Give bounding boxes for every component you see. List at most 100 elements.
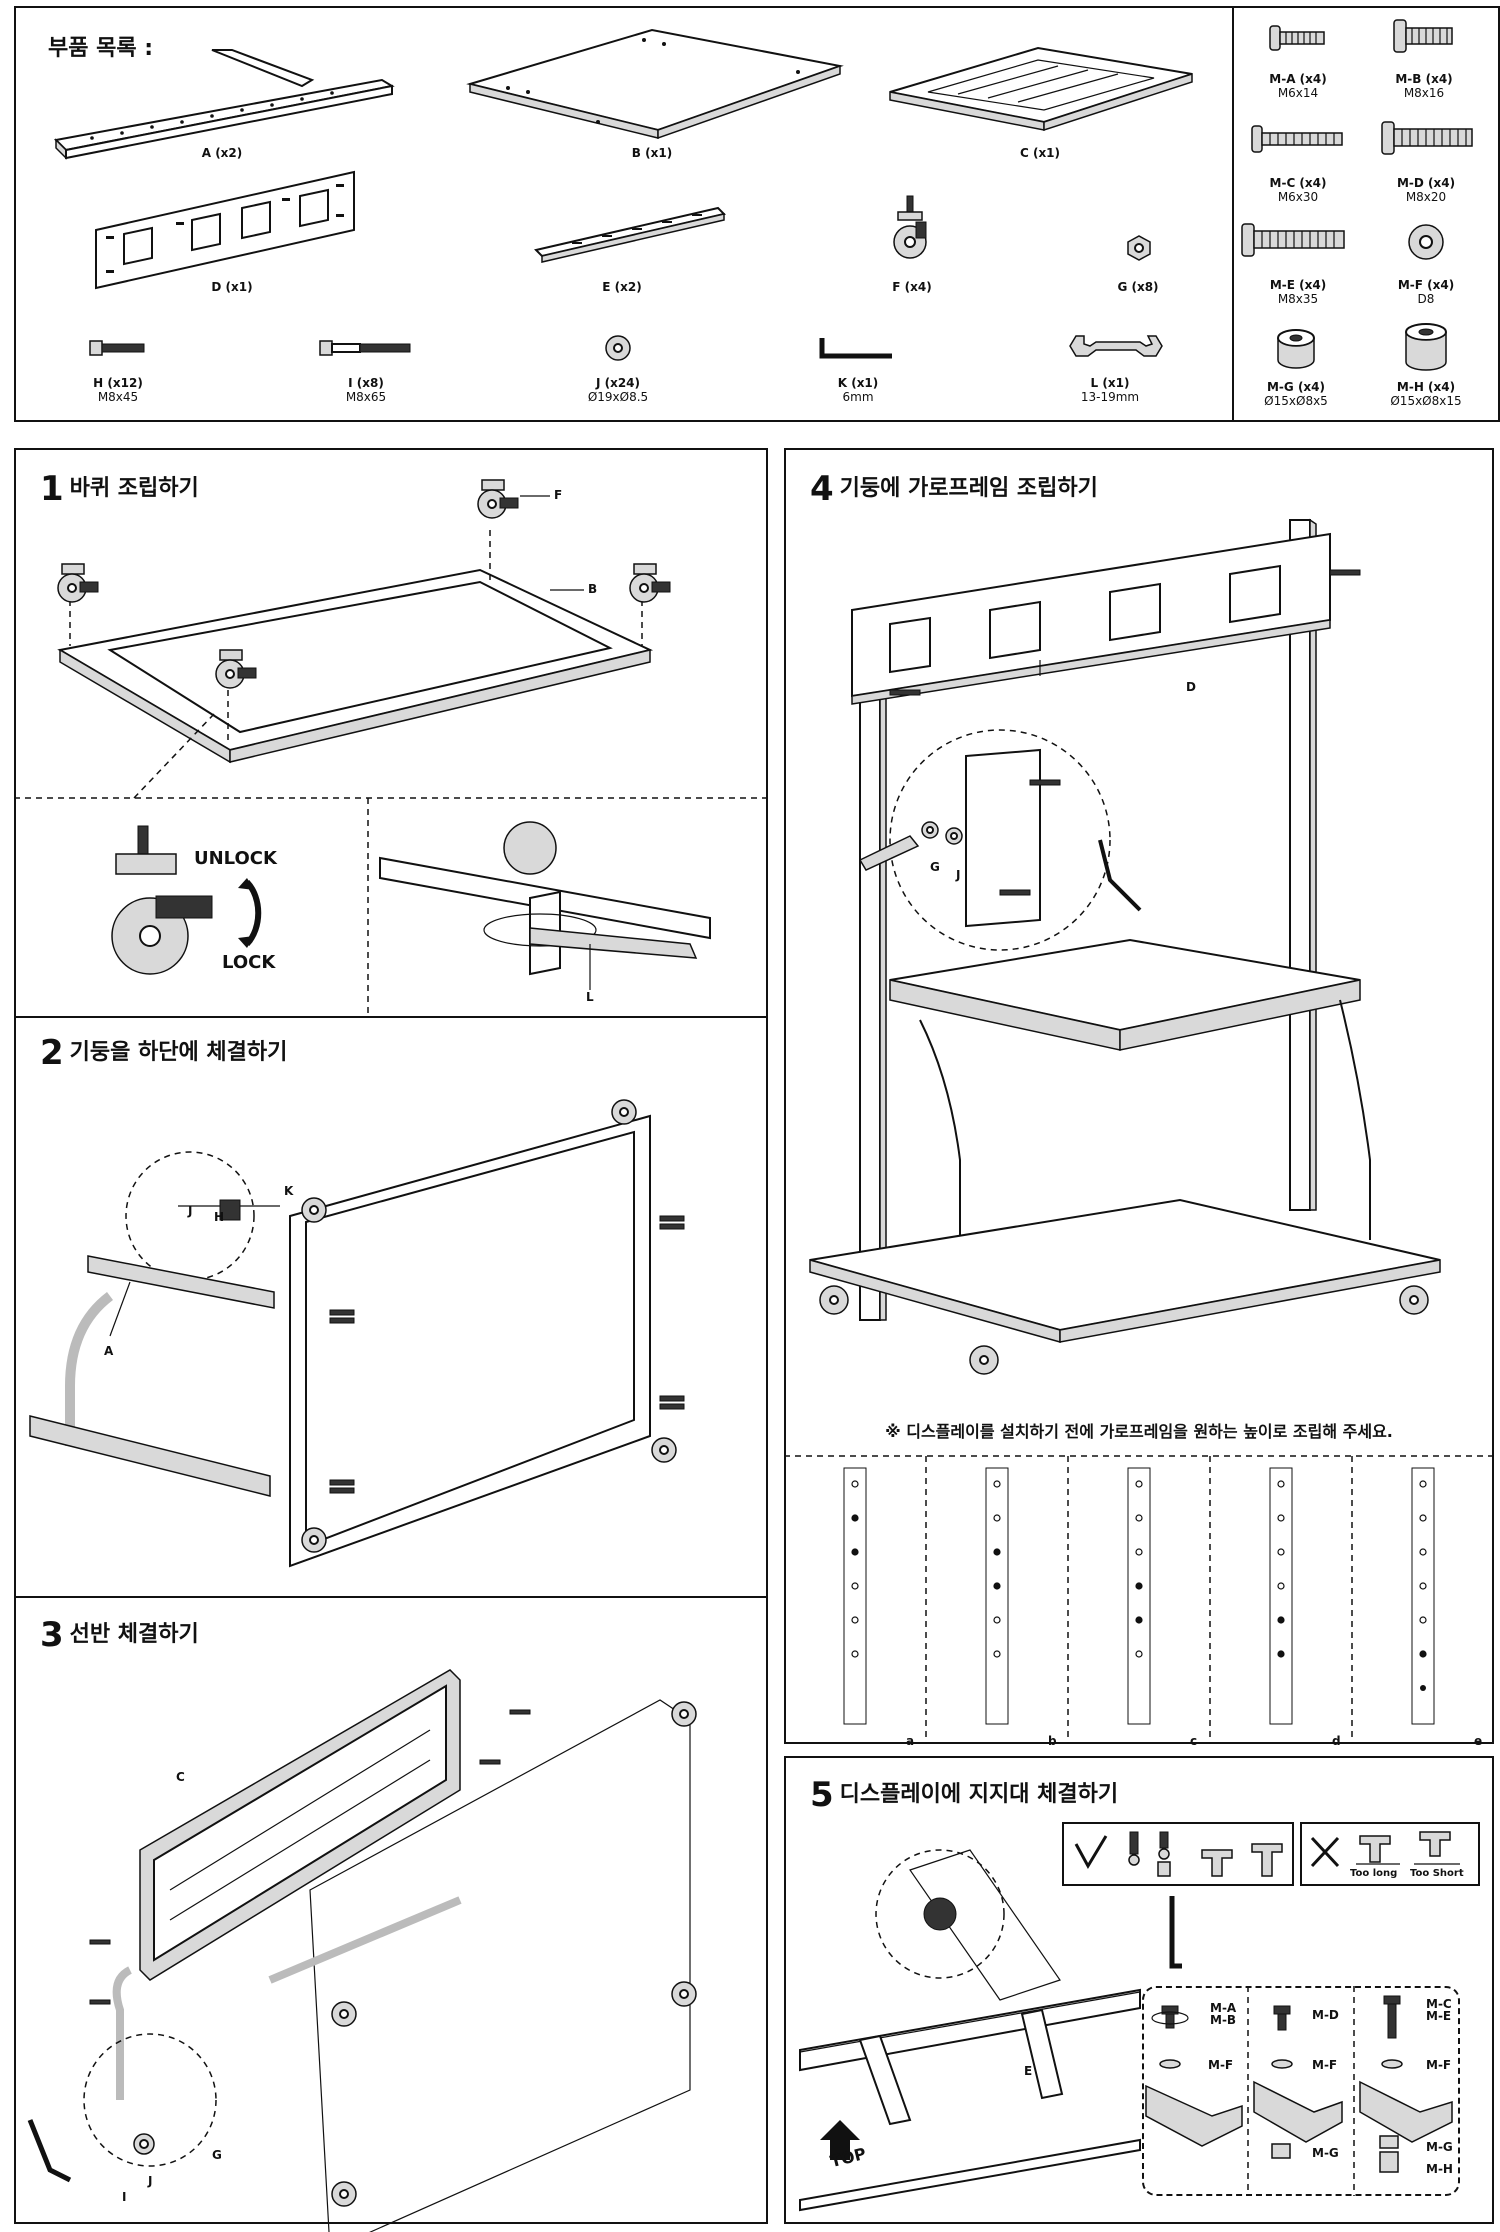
- hardware-mf-illustration: [1408, 224, 1444, 260]
- step1-lock-arrow: [238, 878, 262, 948]
- part-g-label: G (x8): [1117, 280, 1159, 294]
- part-d-label: D (x1): [211, 280, 253, 294]
- step5-correct-illustration: [1074, 1831, 1283, 1877]
- step5-combos-illustration: [1145, 1896, 1453, 2196]
- step2-label-h: H: [214, 1210, 225, 1224]
- step2-number: 2: [40, 1033, 64, 1073]
- step5-label-mf1: M-F: [1208, 2058, 1234, 2072]
- part-h-illustration: [89, 340, 145, 356]
- part-e-label: E (x2): [602, 280, 642, 294]
- step5-wrong-illustration: [1310, 1831, 1460, 1868]
- part-e-illustration: [534, 206, 726, 263]
- hardware-mg-label: M-G (x4)Ø15xØ8x5: [1264, 380, 1328, 408]
- part-a-illustration: [53, 49, 395, 160]
- hardware-me-illustration: [1241, 223, 1345, 257]
- step4-title: 기둥에 가로프레임 조립하기: [839, 476, 1098, 501]
- hardware-panel: [1232, 6, 1500, 422]
- step5-number: 5: [810, 1775, 834, 1815]
- part-c-illustration: [889, 46, 1193, 132]
- part-k-label: K (x1)6mm: [837, 376, 879, 404]
- hardware-md-label: M-D (x4)M8x20: [1396, 176, 1456, 204]
- step5-too-short: Too Short: [1410, 1868, 1464, 1879]
- step3-label-c: C: [176, 1770, 185, 1784]
- step5-label-mg2: M-G: [1426, 2140, 1453, 2154]
- part-l-illustration: [1069, 335, 1163, 357]
- hardware-mc-illustration: [1251, 125, 1343, 153]
- step4-heading: 4 기둥에 가로프레임 조립하기: [810, 472, 1098, 506]
- part-a-label: A (x2): [201, 146, 243, 160]
- step4-label-d: D: [1186, 680, 1196, 694]
- step1-lock-caster: [111, 825, 213, 975]
- hardware-md-illustration: [1381, 121, 1473, 155]
- part-f-illustration: [893, 195, 927, 259]
- step1-title: 바퀴 조립하기: [69, 476, 199, 501]
- step3-illustration: [27, 1669, 697, 2232]
- hardware-mf-label: M-F (x4)D8: [1397, 278, 1455, 306]
- step1-unlock-label: UNLOCK: [194, 848, 277, 869]
- part-j-illustration: [605, 335, 631, 361]
- step1-wrench-detail: [379, 821, 711, 990]
- part-b-label: B (x1): [631, 146, 673, 160]
- step2-title: 기둥을 하단에 체결하기: [69, 1040, 288, 1065]
- parts-title: 부품 목록 :: [48, 36, 154, 61]
- step4-note: ※ 디스플레이를 설치하기 전에 가로프레임을 원하는 높이로 조립해 주세요.: [885, 1422, 1393, 1441]
- step2-label-k: K: [284, 1184, 294, 1198]
- step5-illustration: [799, 1849, 1141, 2212]
- step3-number: 3: [40, 1615, 64, 1655]
- step2-label-a: A: [104, 1344, 114, 1358]
- part-g-illustration: [1127, 235, 1151, 261]
- step3-label-g: G: [212, 2148, 222, 2162]
- hardware-mb-illustration: [1393, 19, 1453, 53]
- hardware-me-label: M-E (x4)M8x35: [1269, 278, 1327, 306]
- step5-combo-box: [1142, 1986, 1460, 2196]
- hardware-mh-label: M-H (x4)Ø15xØ8x15: [1390, 380, 1462, 408]
- step3-title: 선반 체결하기: [69, 1622, 199, 1647]
- step5-label-e: E: [1024, 2064, 1033, 2078]
- step2-label-j: J: [188, 1204, 193, 1218]
- hardware-mb-label: M-B (x4)M8x16: [1395, 72, 1453, 100]
- step1-label-l: L: [586, 990, 594, 1004]
- step1-label-b: B: [588, 582, 598, 596]
- step4-option-d: d: [1332, 1734, 1341, 1748]
- part-c-label: C (x1): [1019, 146, 1061, 160]
- step1-base-illustration: [57, 479, 671, 764]
- step4-label-j: J: [956, 868, 961, 882]
- step3-label-j: J: [148, 2174, 153, 2188]
- hardware-mg-illustration: [1277, 329, 1315, 369]
- step4-height-options: [784, 1455, 1494, 1744]
- part-d-illustration: [95, 170, 355, 290]
- hardware-mh-illustration: [1405, 323, 1447, 371]
- step1-lock-label: LOCK: [222, 952, 276, 973]
- step5-label-mf3: M-F: [1426, 2058, 1452, 2072]
- step5-title: 디스플레이에 지지대 체결하기: [839, 1782, 1119, 1807]
- step2-illustration: [29, 1099, 685, 1568]
- step2-heading: 2 기둥을 하단에 체결하기: [40, 1036, 287, 1070]
- part-f-label: F (x4): [892, 280, 932, 294]
- part-k-illustration: [819, 338, 892, 359]
- step3-heading: 3 선반 체결하기: [40, 1618, 199, 1652]
- part-i-illustration: [319, 340, 411, 356]
- step1-label-f: F: [554, 488, 563, 502]
- part-i-label: I (x8)M8x65: [345, 376, 387, 404]
- step4-option-e: e: [1474, 1734, 1483, 1748]
- step4-label-g: G: [930, 860, 940, 874]
- step4-option-c: c: [1190, 1734, 1198, 1748]
- step4-illustration: [809, 518, 1441, 1375]
- step5-label-mf2: M-F: [1312, 2058, 1338, 2072]
- part-b-illustration: [466, 28, 844, 140]
- step5-too-long: Too long: [1350, 1868, 1398, 1879]
- part-l-label: L (x1)13-19mm: [1080, 376, 1140, 404]
- step5-label-md: M-D: [1312, 2008, 1339, 2022]
- step4-option-a: a: [906, 1734, 915, 1748]
- hardware-ma-illustration: [1269, 25, 1325, 51]
- step5-correct-box: [1062, 1822, 1294, 1886]
- part-j-label: J (x24)Ø19xØ8.5: [587, 376, 649, 404]
- step5-label-mg1: M-G: [1312, 2146, 1339, 2160]
- hardware-ma-label: M-A (x4)M6x14: [1269, 72, 1327, 100]
- part-h-label: H (x12)M8x45: [93, 376, 143, 404]
- step5-label-mh: M-H: [1426, 2162, 1453, 2176]
- hardware-mc-label: M-C (x4)M6x30: [1269, 176, 1327, 204]
- step1-heading: 1 바퀴 조립하기: [40, 472, 199, 506]
